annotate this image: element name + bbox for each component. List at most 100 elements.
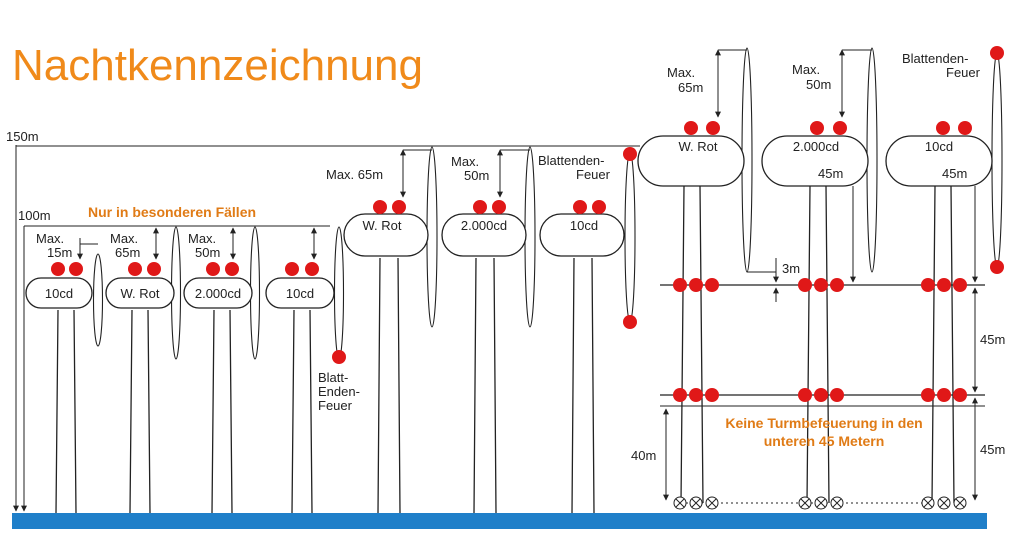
nacelle [539, 213, 625, 257]
unlit-lights-row [673, 496, 967, 510]
unlit-light-icon [953, 496, 967, 510]
nacelle [343, 213, 429, 257]
obstacle-light [492, 200, 506, 214]
nacelle-label: 10cd [925, 139, 953, 154]
rotor-blade [92, 253, 104, 347]
max-label: Max. [110, 231, 138, 246]
tower-light [921, 388, 935, 402]
tower [680, 185, 704, 504]
obstacle-light [958, 121, 972, 135]
tower-light [705, 278, 719, 292]
obstacle-light [936, 121, 950, 135]
blade-tip-light [623, 315, 637, 329]
tower-lighting-note: unteren 45 Metern [764, 433, 885, 449]
nacelle-label: 10cd [286, 286, 314, 301]
tower-light [937, 388, 951, 402]
unlit-light-icon [705, 496, 719, 510]
rotor-blade [333, 226, 345, 360]
max-label: 50m [806, 77, 831, 92]
obstacle-light [392, 200, 406, 214]
tower [55, 309, 77, 514]
max-label: Max. [451, 154, 479, 169]
tower-light [798, 388, 812, 402]
nacelle [885, 135, 993, 187]
unlit-light-icon [937, 496, 951, 510]
obstacle-light [147, 262, 161, 276]
unlit-light-icon [921, 496, 935, 510]
nacelle [25, 277, 93, 309]
tower-light [673, 278, 687, 292]
blade-tip-label: Feuer [576, 167, 611, 182]
obstacle-light [285, 262, 299, 276]
tower-light [798, 278, 812, 292]
max-label: Max. 65m [326, 167, 383, 182]
nacelle-label: W. Rot [362, 218, 401, 233]
obstacle-light [373, 200, 387, 214]
obstacle-light [473, 200, 487, 214]
nacelle [441, 213, 527, 257]
blade-tip-label: Feuer [946, 65, 981, 80]
tower [473, 257, 497, 514]
obstacle-light [305, 262, 319, 276]
obstacle-light [225, 262, 239, 276]
max-label: 65m [115, 245, 140, 260]
blade-tip-label: Blattenden- [538, 153, 605, 168]
nacelle [183, 277, 253, 309]
nacelle-label: 2.000cd [793, 139, 839, 154]
max-label: 65m [678, 80, 703, 95]
height-label-100: 100m [18, 208, 51, 223]
nacelle-label: W. Rot [120, 286, 159, 301]
blade-tip-light [990, 46, 1004, 60]
obstacle-light [206, 262, 220, 276]
tower [211, 309, 233, 514]
unlit-light-icon [689, 496, 703, 510]
max-label: Max. [792, 62, 820, 77]
height-label-150: 150m [6, 129, 39, 144]
tower-light [921, 278, 935, 292]
nacelle-label: W. Rot [678, 139, 717, 154]
tower [571, 257, 595, 514]
tower-light [689, 388, 703, 402]
tower-light [937, 278, 951, 292]
max-label: Max. [188, 231, 216, 246]
obstacle-light [833, 121, 847, 135]
tower [377, 257, 401, 514]
obstacle-light [684, 121, 698, 135]
rotor-blade [624, 151, 636, 323]
tower [291, 309, 313, 514]
max-label: 15m [47, 245, 72, 260]
dimension-label: 45m [818, 166, 843, 181]
blade-tip-light [990, 260, 1004, 274]
nacelle-label: 10cd [570, 218, 598, 233]
obstacle-light [592, 200, 606, 214]
max-label: Max. [667, 65, 695, 80]
obstacle-light [69, 262, 83, 276]
nacelle-label: 2.000cd [461, 218, 507, 233]
unlit-light-icon [798, 496, 812, 510]
special-cases-note: Nur in besonderen Fällen [88, 204, 256, 220]
left-turbine-group: 10cd W. Rot 2.000cd 10cd Max. 15m Max. 6… [25, 226, 360, 514]
nacelle [265, 277, 335, 309]
ground-bar [12, 513, 987, 529]
blade-tip-label: Enden- [318, 384, 360, 399]
dimension-label: 3m [782, 261, 800, 276]
max-label: Max. [36, 231, 64, 246]
tower-light [953, 388, 967, 402]
obstacle-light [810, 121, 824, 135]
blade-tip-label: Blatt- [318, 370, 348, 385]
unlit-light-icon [830, 496, 844, 510]
nacelle [761, 135, 869, 187]
nacelle [637, 135, 745, 187]
tower-light [705, 388, 719, 402]
nacelle-label: 10cd [45, 286, 73, 301]
right-turbine-group: W. Rot 2.000cd 10cd [631, 46, 1005, 510]
obstacle-light [706, 121, 720, 135]
tower-light [830, 388, 844, 402]
tower [129, 309, 151, 514]
dimension-label: 45m [980, 332, 1005, 347]
tower-light [689, 278, 703, 292]
blade-tip-light [623, 147, 637, 161]
obstacle-light [573, 200, 587, 214]
blade-tip-label: Blattenden- [902, 51, 969, 66]
